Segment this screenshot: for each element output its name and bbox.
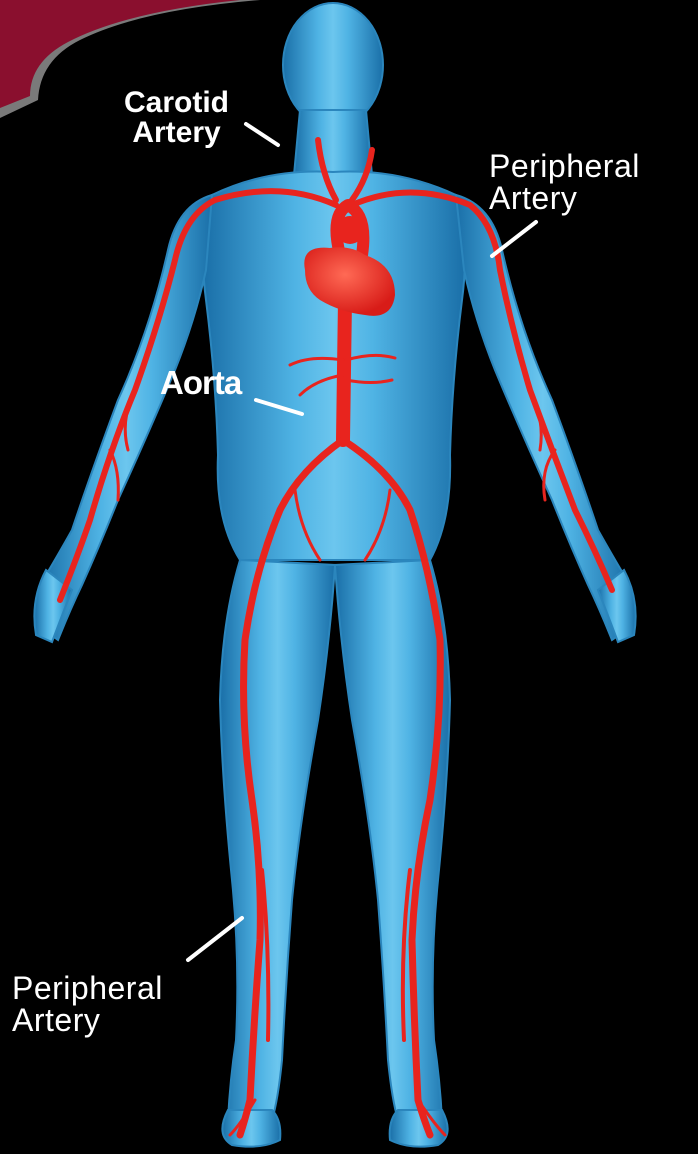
carotid-label-line-2: Artery xyxy=(124,118,229,148)
upper-peripheral-artery-label: Peripheral Artery xyxy=(489,150,640,214)
lower-peripheral-label-line-1: Peripheral xyxy=(12,972,163,1004)
carotid-pointer xyxy=(246,124,278,145)
upper-peripheral-label-line-1: Peripheral xyxy=(489,150,640,182)
upper-peripheral-label-line-2: Artery xyxy=(489,182,640,214)
lower-peripheral-pointer xyxy=(188,918,242,960)
lower-peripheral-artery-label: Peripheral Artery xyxy=(12,972,163,1036)
lower-peripheral-label-line-2: Artery xyxy=(12,1004,163,1036)
carotid-label-line-1: Carotid xyxy=(124,88,229,118)
carotid-artery-label: Carotid Artery xyxy=(124,88,229,148)
aorta-label: Aorta xyxy=(160,366,241,399)
